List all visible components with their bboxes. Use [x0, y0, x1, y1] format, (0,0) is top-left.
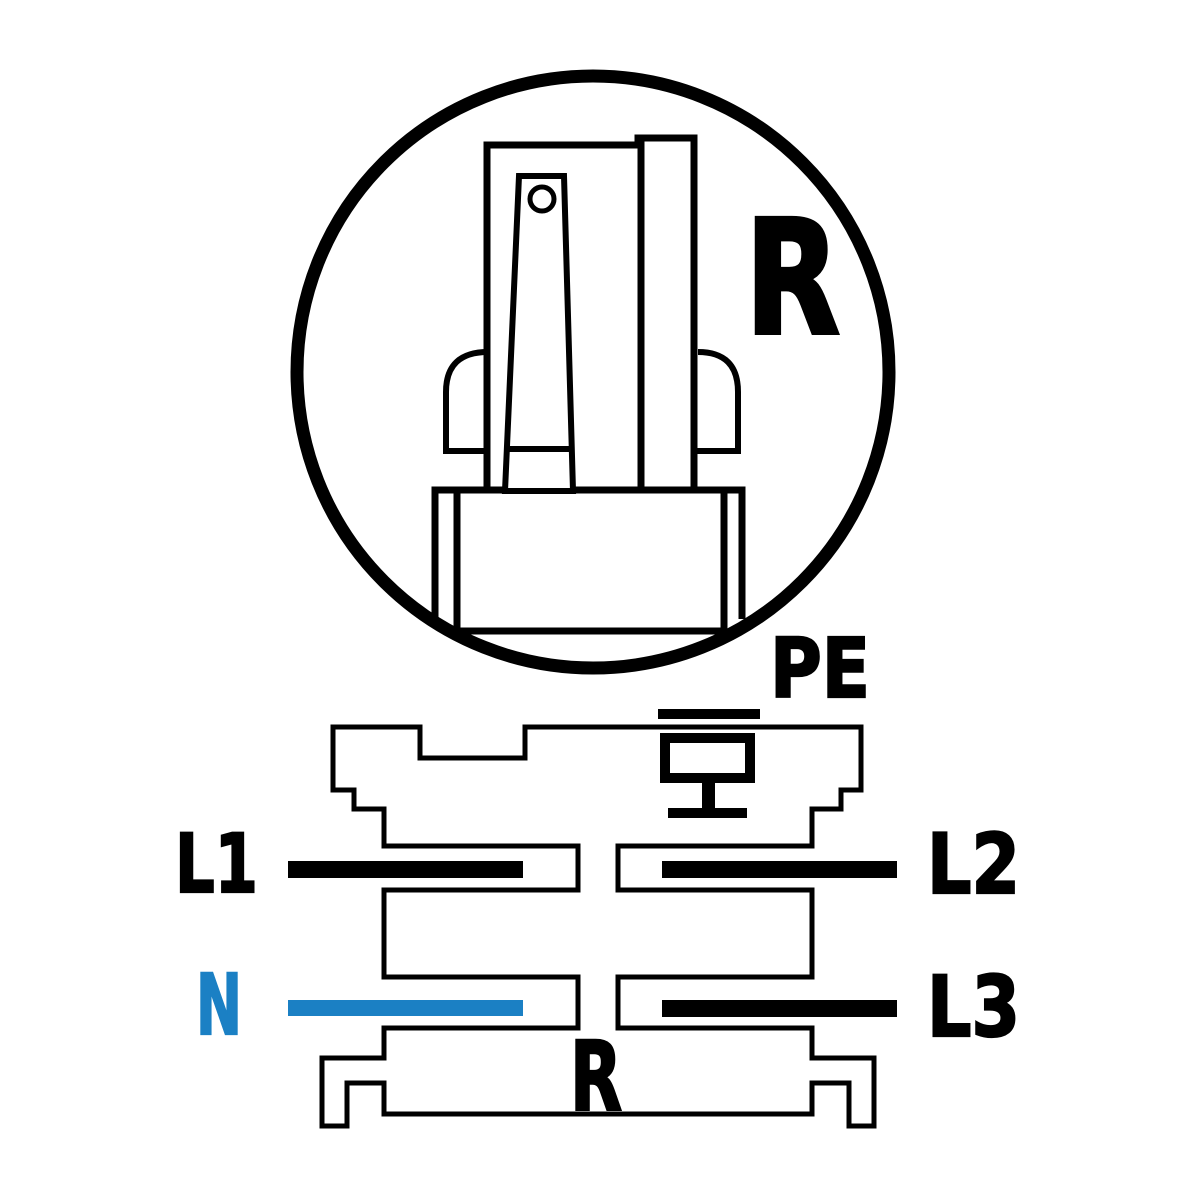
- right-shoulder: [697, 349, 741, 454]
- blade-hole: [527, 184, 557, 214]
- earth-top-bar: [658, 709, 760, 719]
- plug-face-view: R: [290, 69, 896, 675]
- earth-stem: [702, 780, 715, 812]
- earth-contact-box: [660, 733, 755, 783]
- l2-label: L2: [927, 816, 1020, 913]
- earth-base-bar: [668, 808, 747, 818]
- l1-pin: [288, 861, 523, 878]
- left-shoulder: [443, 349, 489, 454]
- l3-label: L3: [927, 958, 1020, 1056]
- l1-label: L1: [175, 818, 258, 912]
- connector-base-outer: [431, 486, 746, 619]
- magnifier-circle: [290, 69, 896, 675]
- connector-base-inner: [453, 490, 728, 635]
- n-pin: [288, 1000, 523, 1016]
- plug-face-marking-label: R: [745, 187, 840, 371]
- n-label: N: [196, 956, 242, 1054]
- l2-pin: [662, 861, 897, 878]
- pe-label: PE: [770, 622, 870, 717]
- pinout-diagram: PE L1 L2 N L3 R: [174, 621, 1021, 1134]
- r-keyway-label: R: [570, 1023, 622, 1133]
- keyway-blade: [501, 173, 577, 494]
- l3-pin: [662, 1000, 897, 1017]
- pe-earth-symbol: [658, 709, 760, 818]
- connector-body-outline: [319, 724, 877, 1129]
- connector-face-drawing: [431, 134, 746, 635]
